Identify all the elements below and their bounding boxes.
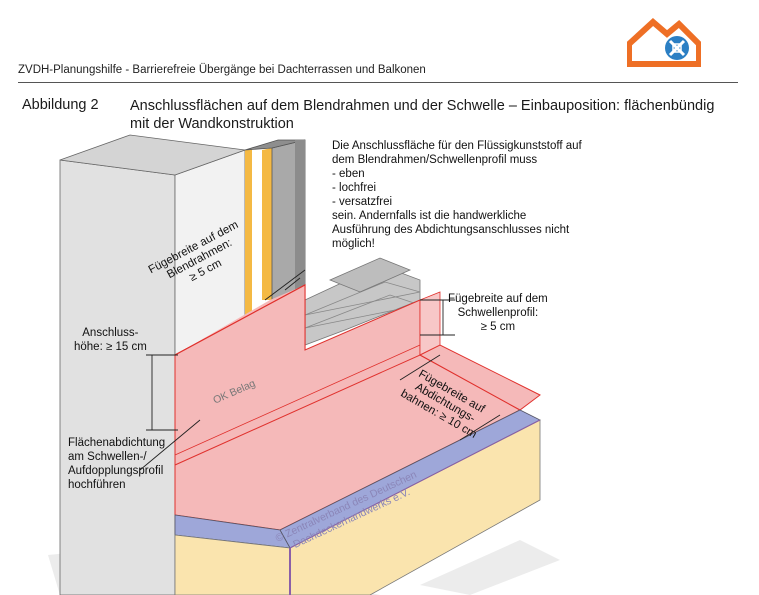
- document-header: ZVDH-Planungshilfe - Barrierefreie Überg…: [18, 64, 426, 76]
- note-anschlussflaeche: Die Anschlussfläche für den Flüssigkunst…: [332, 140, 582, 250]
- zvdh-logo-icon: [627, 18, 701, 67]
- figure-label: Abbildung 2: [22, 97, 99, 113]
- label-anschlusshoehe: Anschluss- höhe: ≥ 15 cm: [74, 327, 147, 353]
- header-rule: [18, 82, 738, 83]
- label-fuge-schwelle: Fügebreite auf dem Schwellenprofil: ≥ 5 …: [448, 293, 548, 333]
- figure-title: Anschlussflächen auf dem Blendrahmen und…: [130, 98, 715, 132]
- label-flaechenabdichtung: Flächenabdichtung am Schwellen-/ Aufdopp…: [68, 437, 166, 491]
